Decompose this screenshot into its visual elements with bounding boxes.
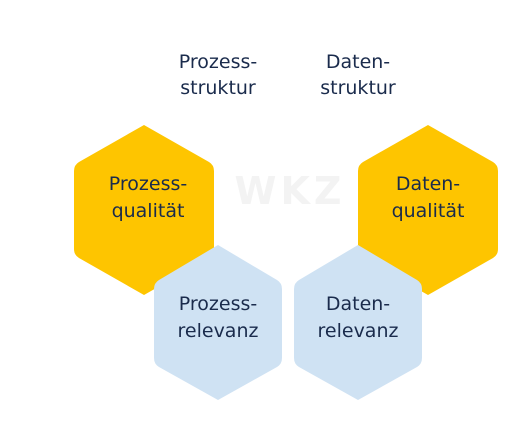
label-datenstruktur: Daten- struktur xyxy=(320,51,396,99)
label-prozessstruktur: Prozess- struktur xyxy=(179,51,257,99)
hex-prozessrelevanz-line-1: Prozess- xyxy=(179,293,257,315)
hex-prozessrelevanz-line-2: relevanz xyxy=(178,320,259,342)
hex-datenrelevanz-line-1: Daten- xyxy=(326,293,390,315)
hex-prozessqualitaet: Prozess- qualität xyxy=(74,125,214,296)
hex-datenrelevanz-line-2: relevanz xyxy=(318,320,399,342)
hex-datenqualitaet-line-2: qualität xyxy=(392,200,465,222)
label-datenstruktur-line-1: Daten- xyxy=(326,51,390,73)
hex-prozessrelevanz-shape xyxy=(154,245,282,400)
hex-prozessqualitaet-line-1: Prozess- xyxy=(109,173,187,195)
hex-prozessqualitaet-shape xyxy=(74,125,214,296)
label-prozessstruktur-line-1: Prozess- xyxy=(179,51,257,73)
hex-datenrelevanz-shape xyxy=(294,245,422,400)
hex-datenrelevanz: Daten- relevanz xyxy=(294,245,422,400)
hex-datenqualitaet-shape xyxy=(358,125,498,295)
hex-datenqualitaet-line-1: Daten- xyxy=(396,173,460,195)
watermark-logo: WKZ xyxy=(235,169,346,213)
label-datenstruktur-line-2: struktur xyxy=(320,77,396,99)
label-prozessstruktur-line-2: struktur xyxy=(180,77,256,99)
hex-datenqualitaet: Daten- qualität xyxy=(358,125,498,295)
hex-prozessqualitaet-line-2: qualität xyxy=(112,200,185,222)
hex-prozessrelevanz: Prozess- relevanz xyxy=(154,245,282,400)
